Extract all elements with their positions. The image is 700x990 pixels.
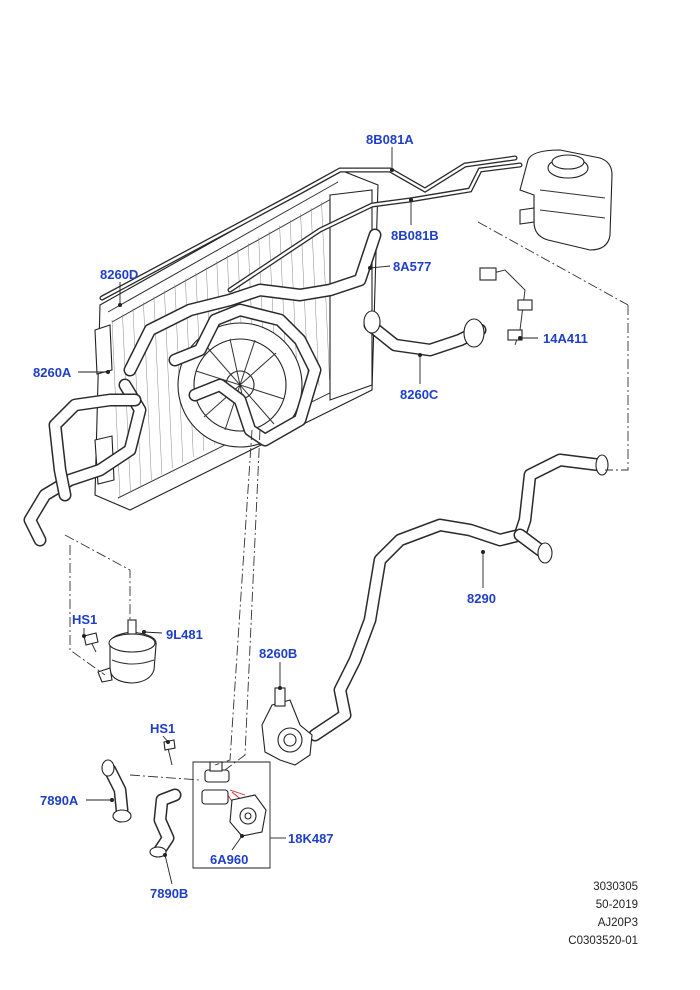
kit-frame-18k487	[192, 761, 271, 869]
hose-8260c	[363, 310, 487, 357]
callout-18k487: 18K487	[288, 831, 334, 846]
hose-7890a	[101, 759, 132, 823]
reference-line-3: AJ20P3	[597, 917, 638, 929]
thermostat-housing-8260b	[261, 687, 313, 766]
hose-8260a	[23, 378, 147, 547]
bolt-hs1-top	[83, 632, 99, 653]
connector-fittings	[201, 761, 246, 809]
radiator-fin-line	[111, 319, 121, 499]
callout-hs1-bottom: HS1	[150, 721, 176, 736]
callout-8260a: 8260A	[33, 365, 72, 380]
expansion-tank	[519, 149, 613, 251]
callout-9l481: 9L481	[166, 627, 203, 642]
radiator-assembly	[94, 169, 379, 511]
callout-8a577: 8A577	[393, 259, 432, 274]
hose-7890b	[149, 788, 182, 858]
callout-8290: 8290	[467, 591, 496, 606]
reference-line-4: C0303520-01	[568, 935, 638, 947]
reference-line-2: 50-2019	[595, 899, 638, 911]
hose-8260d	[123, 228, 382, 377]
reference-line-1: 3030305	[593, 881, 638, 893]
callout-8260b: 8260B	[259, 646, 298, 661]
hose-8290	[308, 453, 609, 742]
callout-7890a: 7890A	[40, 793, 79, 808]
routing-lines	[64, 221, 629, 781]
callout-8b081a: 8B081A	[366, 132, 414, 147]
callout-8260c: 8260C	[400, 387, 439, 402]
bolt-hs1-bottom	[163, 739, 176, 766]
pump-6a960	[229, 794, 267, 837]
callout-8b081b: 8B081B	[391, 228, 439, 243]
hose-lower-radiator	[168, 303, 322, 447]
pipe-8b081b	[227, 197, 413, 293]
callout-14a411: 14A411	[543, 331, 588, 346]
callout-6a960: 6A960	[210, 852, 249, 867]
callout-7890b: 7890B	[150, 886, 189, 901]
callout-hs1-top: HS1	[72, 612, 98, 627]
radiator-side-tank	[329, 189, 373, 401]
air-separator-9l481	[97, 619, 157, 684]
sensor-harness-14a411	[479, 267, 533, 346]
callout-8260d: 8260D	[100, 267, 139, 282]
leader-lines	[78, 147, 538, 885]
